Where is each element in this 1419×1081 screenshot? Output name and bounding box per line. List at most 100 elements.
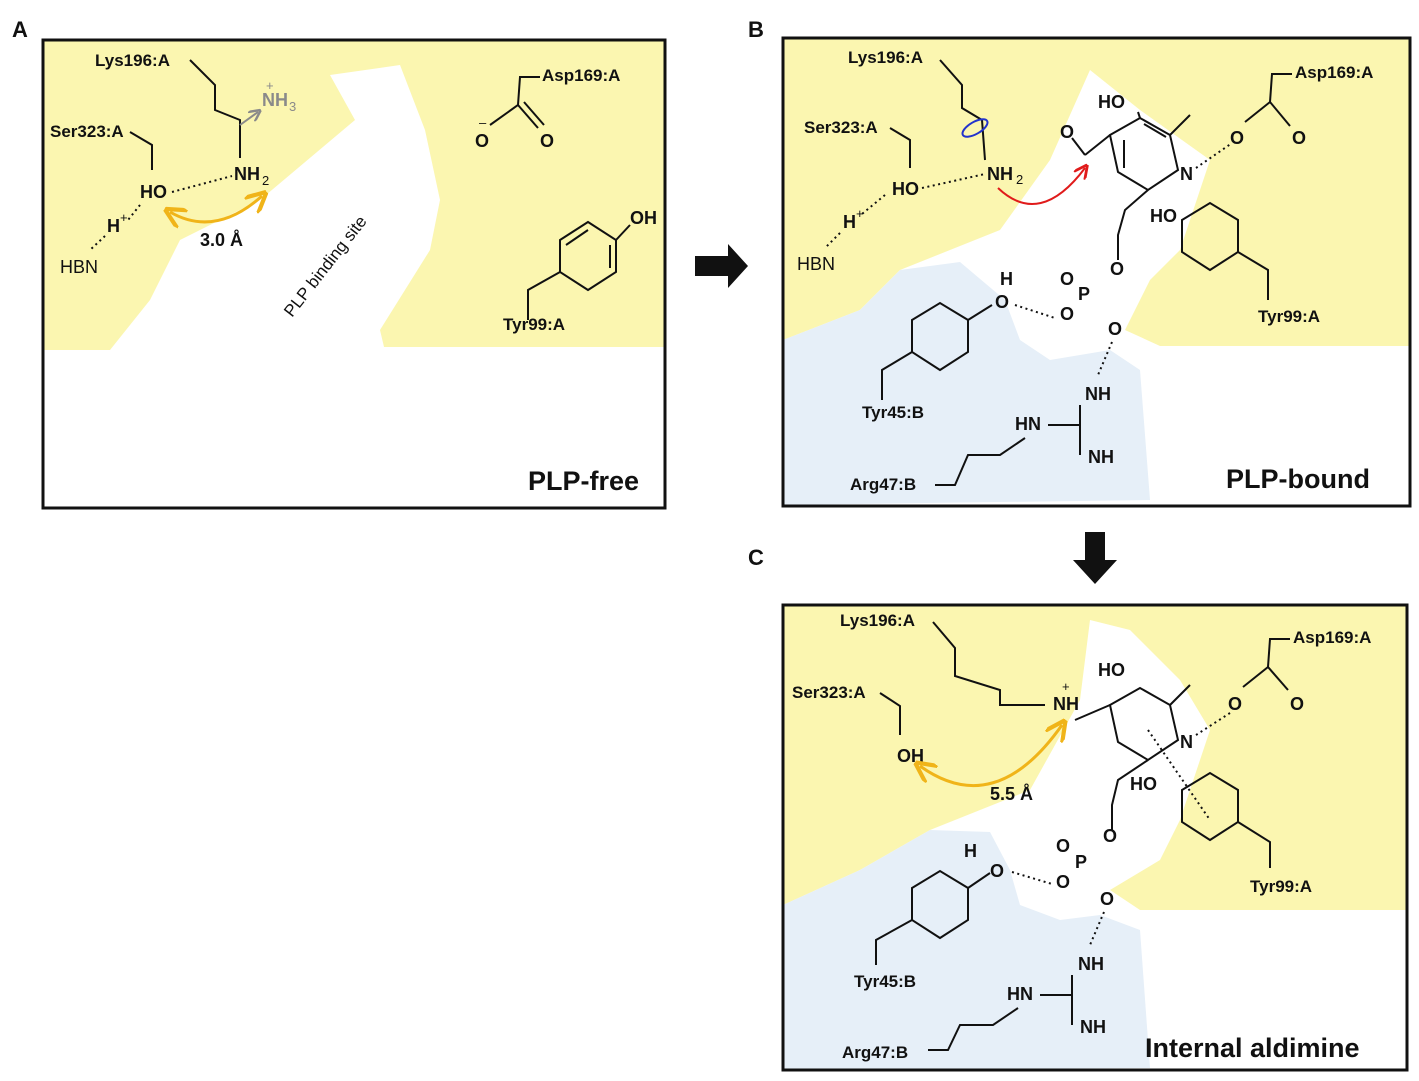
tyr45-label-c: Tyr45:B [854,972,916,991]
tyr99-oh: OH [630,208,657,228]
asp-o-minus-c: O [1228,694,1242,714]
plp-binding-site-label: PLP binding site [280,212,370,320]
hbond-tyr45-phos-c [1011,871,1053,885]
chain-b-region [783,262,1150,505]
panel-b: B Lys196:A NH 2 Ser323:A HO H + HBN HO N… [748,17,1412,508]
asp169-label-c: Asp169:A [1293,628,1371,647]
distance-a: 3.0 Å [200,230,243,250]
plp-o-ester-b: O [1110,259,1124,279]
ser-ho: HO [140,182,167,202]
tyr45-h-b: H [1000,269,1013,289]
imine-bond-c [1074,704,1111,721]
stacking-line-c [1147,729,1211,821]
lys-nh2-b: NH [987,164,1013,184]
arg-hn-b: HN [1015,414,1041,434]
h-plus-charge-b: + [856,206,864,221]
nh3-sub: 3 [289,99,296,114]
phos-o1-b: O [1060,269,1074,289]
hbond-n-asp-c [1195,712,1231,736]
asp-o-minus: O [475,131,489,151]
distance-c: 5.5 Å [990,784,1033,804]
arg47-chain-c [928,1007,1019,1051]
tyr99-ho-c: HO [1130,774,1157,794]
ser323-label: Ser323:A [50,122,124,141]
asp-co-c [1267,666,1289,691]
pyr-methyl-b [1169,114,1191,136]
ald-co-b [1071,137,1086,156]
asp-o-charge: – [479,115,487,130]
lys-nh2-sub-b: 2 [1016,172,1023,187]
lys196-label-b: Lys196:A [848,48,923,67]
tyr45-label-b: Tyr45:B [862,403,924,422]
phos-o2-b: O [1060,304,1074,324]
lys196-chain-b [939,59,986,161]
tyr99-chain [527,271,561,320]
asp169-chain-c [1242,638,1290,688]
panel-tag-a: A [12,17,28,42]
distance-arrow-c [920,725,1062,788]
ald-o-b: O [1060,122,1074,142]
panel-c-title: Internal aldimine [1145,1033,1360,1063]
distance-arrow-a [170,196,262,222]
tyr45-h-c: H [964,841,977,861]
arg-nh2-top-b: NH [1085,384,1111,404]
plp-o-ester-c: O [1103,826,1117,846]
pyr-n-c: N [1180,732,1193,752]
ald-bond-b [1084,134,1111,156]
tyr99-label-c: Tyr99:A [1250,877,1312,896]
asp-o: O [540,131,554,151]
pyr-n-b: N [1180,164,1193,184]
tyr99-oh-bond [615,224,631,241]
phos-p-b: P [1078,284,1090,304]
chain-a-region [43,40,665,350]
hbond-phos-arg [1097,341,1113,376]
tyr45-oh-bond-c [967,872,991,889]
plp-ch2-c [1111,759,1149,830]
asp169-label-b: Asp169:A [1295,63,1373,82]
arg47-label-c: Arg47:B [842,1043,908,1062]
h-plus: H [107,216,120,236]
panel-b-frame [781,36,1412,508]
plp-ring-c [1108,686,1180,762]
tyr99-label-b: Tyr99:A [1258,307,1320,326]
tyr99-ho-b: HO [1150,206,1177,226]
panel-b-title: PLP-bound [1226,464,1370,494]
arrow-a-to-b [695,244,748,288]
asp169-label: Asp169:A [542,66,620,85]
panel-tag-b: B [748,17,764,42]
phos-o3-c: O [1100,889,1114,909]
asp-o-c: O [1290,694,1304,714]
lys196-label-c: Lys196:A [840,611,915,630]
phos-o3-b: O [1108,319,1122,339]
h-plus-b: H [843,212,856,232]
pyr-ho-bond-b [1137,111,1141,119]
arg-nh2-bot-c: NH [1080,1017,1106,1037]
pyr-ho-b: HO [1098,92,1125,112]
panel-c-frame [781,603,1409,1072]
tyr45-o-b: O [995,292,1009,312]
hbn-label-b: HBN [797,254,835,274]
phos-p-c: P [1075,852,1087,872]
tyr45-chain-b [881,351,913,400]
asp-co2 [523,101,545,126]
ser323-chain [129,131,153,170]
arg-nh2-bot-b: NH [1088,447,1114,467]
lys-nh2-sub: 2 [262,173,269,188]
phos-o2-c: O [1056,872,1070,892]
hbond-n-asp-b [1195,142,1233,169]
nh3-faded: NH [262,90,288,110]
tyr45-oh-bond-b [967,304,993,321]
chain-b-region-c [783,830,1150,1070]
pyr-methyl-c [1169,684,1191,706]
attack-arrow [997,168,1085,205]
arg-hn-c: HN [1007,984,1033,1004]
arg47-chain-b [935,437,1026,486]
phos-o1-c: O [1056,836,1070,856]
hbn-label: HBN [60,257,98,277]
hbond-hbn-h [89,235,106,251]
tyr45-o-c: O [990,861,1004,881]
ser323-label-c: Ser323:A [792,683,866,702]
asp-co [517,104,539,129]
panel-a: A Lys196:A NH 3 + NH 2 Ser323:A HO H + H… [12,17,667,510]
